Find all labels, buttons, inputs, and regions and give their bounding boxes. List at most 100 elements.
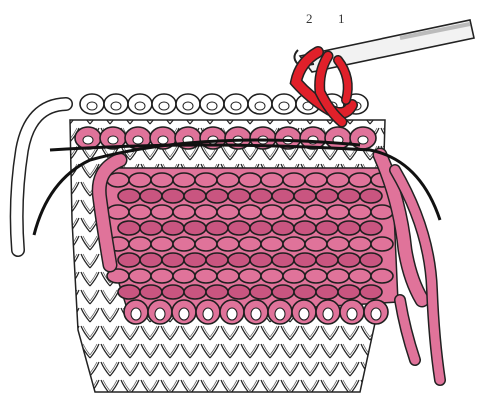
pink-stitch	[239, 237, 261, 251]
pink-stitch	[173, 237, 195, 251]
pink-stitch	[305, 205, 327, 219]
pink-stitch	[272, 285, 294, 299]
white-loop-hole	[183, 102, 193, 110]
pink-stitch	[305, 173, 327, 187]
pink-stitch	[371, 237, 393, 251]
pink-stitch	[294, 285, 316, 299]
pink-stitch	[360, 189, 382, 203]
white-loop-hole	[135, 102, 145, 110]
pink-stitch	[349, 269, 371, 283]
pink-stitch	[316, 221, 338, 235]
pink-stitch	[338, 221, 360, 235]
pink-stitch	[272, 221, 294, 235]
white-loop-hole	[207, 102, 217, 110]
pink-stitch	[261, 173, 283, 187]
pink-stitch	[162, 253, 184, 267]
pink-stitch	[195, 237, 217, 251]
pink-bottom-loop-hole	[227, 308, 237, 320]
pink-stitch	[283, 237, 305, 251]
pink-stitch	[360, 253, 382, 267]
pink-stitch	[349, 237, 371, 251]
pink-bottom-loop-hole	[299, 308, 309, 320]
pink-stitch	[338, 253, 360, 267]
pink-stitch	[349, 173, 371, 187]
pink-stitch	[360, 285, 382, 299]
pink-stitch	[349, 205, 371, 219]
pink-loop-hole	[158, 136, 168, 144]
pink-bottom-loop-hole	[131, 308, 141, 320]
pink-stitch	[129, 269, 151, 283]
pink-stitch	[261, 237, 283, 251]
pink-stitch	[217, 205, 239, 219]
pink-stitch	[162, 285, 184, 299]
pink-bottom-loop-row	[124, 300, 388, 324]
pink-stitch	[261, 205, 283, 219]
pink-stitch	[316, 189, 338, 203]
pink-stitch	[360, 221, 382, 235]
pink-stitch	[151, 269, 173, 283]
pink-stitch	[283, 269, 305, 283]
pink-stitch	[184, 221, 206, 235]
pink-stitch	[228, 253, 250, 267]
pink-stitch	[206, 221, 228, 235]
pink-stitch	[206, 253, 228, 267]
pink-stitch	[129, 173, 151, 187]
pink-stitch	[228, 285, 250, 299]
pink-stitch	[140, 253, 162, 267]
pink-stitch	[272, 253, 294, 267]
pink-stitch	[250, 189, 272, 203]
pink-stitch	[283, 173, 305, 187]
pink-stitch	[316, 285, 338, 299]
pink-loop-hole	[108, 136, 118, 144]
pink-stitch	[118, 221, 140, 235]
pink-stitch	[173, 173, 195, 187]
pink-stitch	[173, 269, 195, 283]
pink-stitch	[118, 253, 140, 267]
pink-stitch	[151, 205, 173, 219]
pink-stitch	[162, 221, 184, 235]
pink-stitch	[206, 189, 228, 203]
pink-stitch	[184, 285, 206, 299]
pink-stitch	[272, 189, 294, 203]
pink-stitch	[129, 237, 151, 251]
pink-bottom-loop-hole	[179, 308, 189, 320]
pink-bottom-loop-hole	[203, 308, 213, 320]
pink-stitch	[316, 253, 338, 267]
pink-stitch	[305, 269, 327, 283]
pink-stitch	[294, 253, 316, 267]
pink-stitch	[217, 173, 239, 187]
white-loop-hole	[87, 102, 97, 110]
white-loop-hole	[255, 102, 265, 110]
pink-loop-hole	[83, 136, 93, 144]
pink-stitch	[162, 189, 184, 203]
pink-loop-hole	[358, 136, 368, 144]
pink-stitch	[195, 205, 217, 219]
pink-stitch	[239, 269, 261, 283]
pink-stitch	[173, 205, 195, 219]
pink-stitch	[217, 269, 239, 283]
pink-bottom-loop-hole	[155, 308, 165, 320]
pink-stitch	[184, 253, 206, 267]
pink-stitch	[294, 189, 316, 203]
pink-stitch	[195, 269, 217, 283]
pink-stitch	[338, 285, 360, 299]
pink-stitch	[338, 189, 360, 203]
pink-stitch	[228, 221, 250, 235]
pink-stitch	[294, 221, 316, 235]
white-loop-hole	[111, 102, 121, 110]
pink-bottom-loop-hole	[323, 308, 333, 320]
white-loop-hole	[231, 102, 241, 110]
pink-bottom-loop-hole	[371, 308, 381, 320]
loop-label-1: 1	[338, 12, 345, 25]
pink-stitch	[283, 205, 305, 219]
pink-stitch	[151, 173, 173, 187]
pink-stitch	[327, 205, 349, 219]
pink-stitch	[217, 237, 239, 251]
pink-bottom-loop-hole	[251, 308, 261, 320]
pink-stitch	[206, 285, 228, 299]
pink-stitch	[371, 269, 393, 283]
pink-stitch	[327, 269, 349, 283]
pink-stitch	[327, 173, 349, 187]
pink-stitch	[261, 269, 283, 283]
pink-stitch	[118, 189, 140, 203]
